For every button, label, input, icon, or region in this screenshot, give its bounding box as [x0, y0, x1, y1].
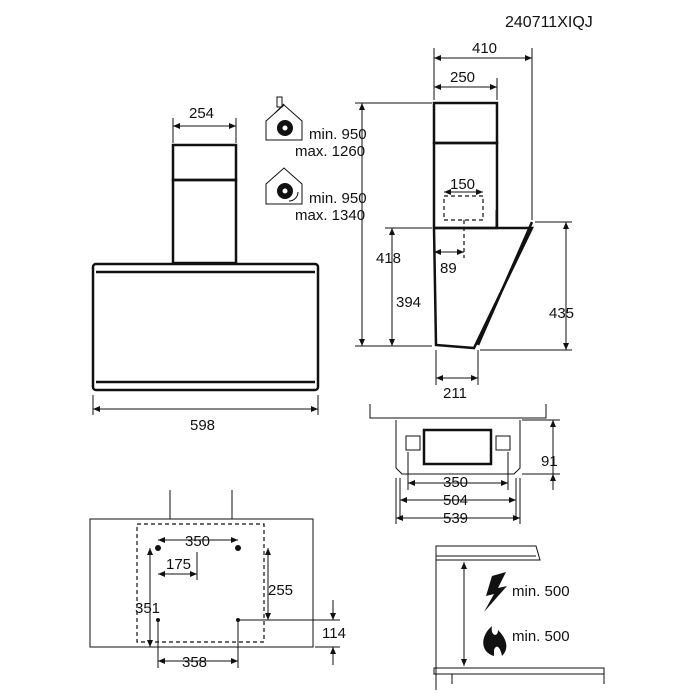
- dim-hood-width: 598: [190, 417, 215, 434]
- clearance-gas: min. 500: [512, 628, 570, 645]
- dim-chimney-width: 254: [189, 105, 214, 122]
- house-recirculation-fan-icon: [265, 167, 303, 205]
- lightning-icon: [484, 572, 507, 612]
- front-canopy: [91, 262, 320, 392]
- recirculation-min-height: min. 950: [309, 190, 367, 207]
- recirculation-max-height: max. 1340: [295, 207, 365, 224]
- clearance-electric: min. 500: [512, 583, 570, 600]
- dim-chimney-depth: 250: [450, 69, 475, 86]
- clearance-hood: [435, 545, 541, 561]
- dim-mount-span-358: 358: [182, 654, 207, 671]
- dim-mount-height-351: 351: [135, 600, 160, 617]
- dim-height-91: 91: [541, 453, 558, 470]
- dim-outlet-offset: 89: [440, 260, 457, 277]
- dim-mount-span-350: 350: [185, 533, 210, 550]
- front-view: 254 598: [91, 105, 320, 434]
- dim-mount-offset-175: 175: [166, 556, 191, 573]
- dim-bottom-depth: 211: [443, 385, 467, 402]
- extraction-min-height: min. 950: [309, 126, 367, 143]
- front-chimney-lower: [171, 178, 238, 265]
- dim-height-418: 418: [376, 250, 401, 267]
- dim-outlet-width: 150: [450, 176, 475, 193]
- drawing-code: 240711XIQJ: [505, 14, 593, 31]
- dim-width-539: 539: [443, 510, 468, 527]
- side-chimney-upper: [432, 101, 499, 145]
- clearance-hob: [433, 667, 605, 675]
- mounting-view: 350 175 255 351 114 358: [89, 490, 346, 671]
- house-extraction-fan-icon: [265, 96, 303, 141]
- mount-wall: [89, 518, 314, 648]
- clearance-view: min. 500 min. 500: [433, 545, 605, 690]
- mount-template: [136, 523, 265, 643]
- dim-depth-total: 410: [472, 40, 497, 57]
- side-outlet: [443, 195, 484, 221]
- flame-icon: [483, 626, 507, 656]
- extraction-max-height: max. 1260: [295, 143, 365, 160]
- top-motor: [422, 428, 493, 466]
- front-chimney-upper: [171, 143, 238, 182]
- dim-height-394: 394: [396, 294, 421, 311]
- dim-mount-height-114: 114: [322, 625, 346, 642]
- top-view: 91 350 504 539: [369, 404, 560, 527]
- dim-mount-height-255: 255: [268, 582, 293, 599]
- side-body: [432, 226, 534, 350]
- side-view: 410 250 150 89 418 394 435 211: [355, 40, 574, 402]
- dim-width-350: 350: [443, 474, 468, 491]
- dim-width-504: 504: [443, 492, 468, 509]
- dim-height-435: 435: [549, 305, 574, 322]
